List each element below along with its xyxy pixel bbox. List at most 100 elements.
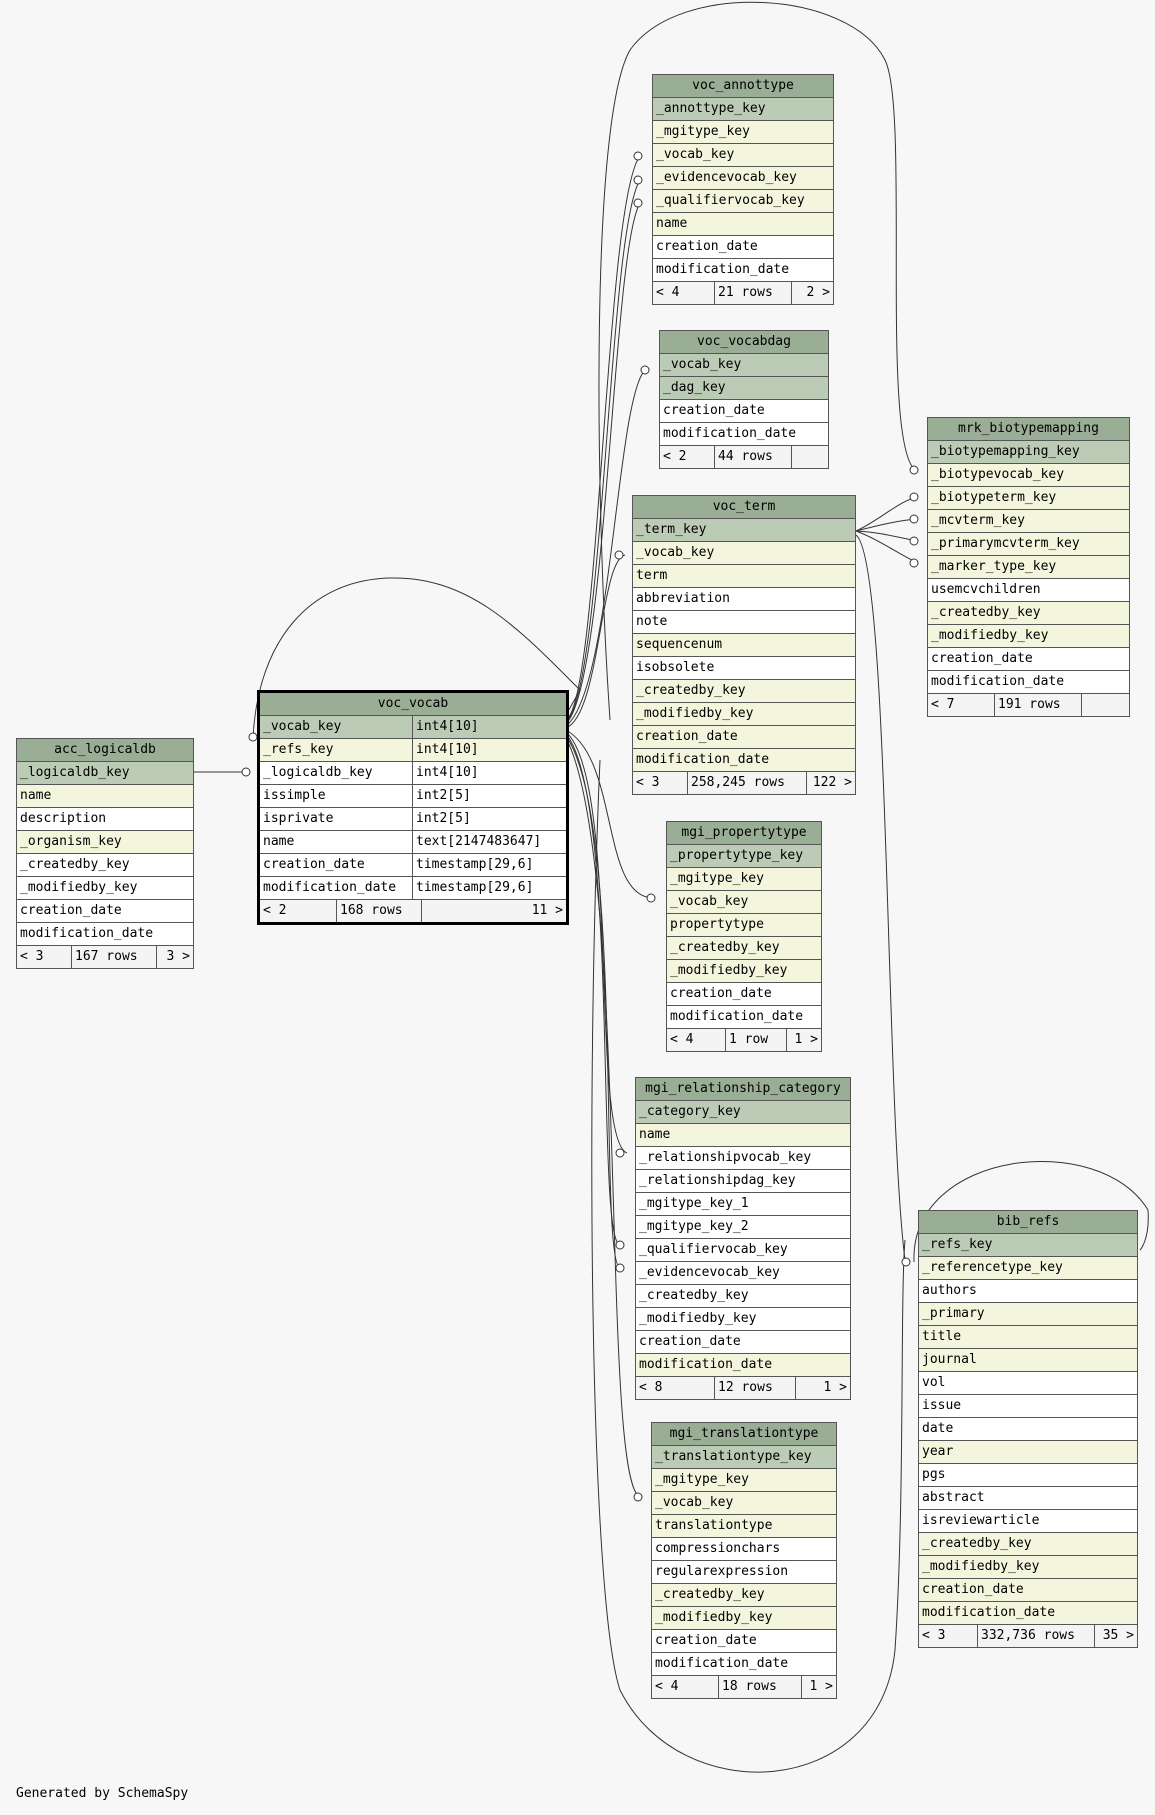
column-row[interactable]: _modifiedby_key xyxy=(636,1308,850,1331)
column-row[interactable]: _mgitype_key_2 xyxy=(636,1216,850,1239)
children-count[interactable]: 1 > xyxy=(809,1679,833,1694)
column-row[interactable]: _mcvterm_key xyxy=(928,510,1129,533)
column-row[interactable]: _createdby_key xyxy=(667,937,821,960)
parents-count[interactable]: < 2 xyxy=(260,900,337,922)
column-row[interactable]: modification_date xyxy=(653,259,833,282)
column-row[interactable]: _translationtype_key xyxy=(652,1446,836,1469)
column-row[interactable]: issue xyxy=(919,1395,1137,1418)
table-mgi-translationtype[interactable]: mgi_translationtype_translationtype_key_… xyxy=(651,1422,837,1699)
column-row[interactable]: _mgitype_key xyxy=(667,868,821,891)
column-row[interactable]: _term_key xyxy=(633,519,855,542)
parents-count[interactable]: < 4 xyxy=(652,1676,719,1698)
column-row[interactable]: _modifiedby_key xyxy=(667,960,821,983)
column-row[interactable]: creation_date xyxy=(919,1579,1137,1602)
column-row[interactable]: _annottype_key xyxy=(653,98,833,121)
column-row[interactable]: _referencetype_key xyxy=(919,1257,1137,1280)
column-row[interactable]: _refs_key xyxy=(919,1234,1137,1257)
parents-count[interactable]: < 3 xyxy=(919,1625,978,1647)
table-title[interactable]: mgi_relationship_category xyxy=(636,1078,850,1101)
column-row[interactable]: modification_date xyxy=(17,923,193,946)
column-row[interactable]: isobsolete xyxy=(633,657,855,680)
column-row[interactable]: _logicaldb_key xyxy=(17,762,193,785)
column-row[interactable]: _marker_type_key xyxy=(928,556,1129,579)
column-row[interactable]: name xyxy=(17,785,193,808)
column-row[interactable]: vol xyxy=(919,1372,1137,1395)
column-row[interactable]: _qualifiervocab_key xyxy=(653,190,833,213)
column-row[interactable]: modification_date xyxy=(928,671,1129,694)
column-row[interactable]: creation_date xyxy=(636,1331,850,1354)
column-row[interactable]: _biotypemapping_key xyxy=(928,441,1129,464)
column-row[interactable]: _createdby_key xyxy=(919,1533,1137,1556)
column-row[interactable]: _mgitype_key xyxy=(653,121,833,144)
children-count[interactable]: 35 > xyxy=(1102,1628,1134,1643)
parents-count[interactable]: < 3 xyxy=(633,772,688,794)
column-row[interactable]: _organism_key xyxy=(17,831,193,854)
column-row[interactable]: title xyxy=(919,1326,1137,1349)
column-row[interactable]: _mgitype_key xyxy=(652,1469,836,1492)
column-row[interactable]: _modifiedby_key xyxy=(928,625,1129,648)
column-row[interactable]: term xyxy=(633,565,855,588)
column-row[interactable]: name xyxy=(653,213,833,236)
column-row[interactable]: _primary xyxy=(919,1303,1137,1326)
column-row[interactable]: propertytype xyxy=(667,914,821,937)
children-count[interactable] xyxy=(1082,694,1129,716)
table-title[interactable]: voc_term xyxy=(633,496,855,519)
column-row[interactable]: _createdby_key xyxy=(636,1285,850,1308)
column-row[interactable]: modification_date xyxy=(636,1354,850,1377)
column-row[interactable]: _primarymcvterm_key xyxy=(928,533,1129,556)
table-title[interactable]: mrk_biotypemapping xyxy=(928,418,1129,441)
column-row[interactable]: _createdby_key xyxy=(17,854,193,877)
column-row[interactable]: date xyxy=(919,1418,1137,1441)
children-count[interactable]: 1 > xyxy=(794,1032,818,1047)
column-row[interactable]: _vocab_key xyxy=(652,1492,836,1515)
column-row[interactable]: isreviewarticle xyxy=(919,1510,1137,1533)
column-row[interactable]: creation_date xyxy=(633,726,855,749)
column-row[interactable]: _relationshipvocab_key xyxy=(636,1147,850,1170)
column-row[interactable]: _biotypevocab_key xyxy=(928,464,1129,487)
column-row[interactable]: _modifiedby_key xyxy=(633,703,855,726)
children-count[interactable]: 11 > xyxy=(531,903,563,918)
column-row[interactable]: creation_date xyxy=(653,236,833,259)
column-row[interactable]: creation_date xyxy=(660,400,828,423)
column-row[interactable]: _vocab_key xyxy=(660,354,828,377)
column-row[interactable]: authors xyxy=(919,1280,1137,1303)
column-row[interactable]: _createdby_key xyxy=(633,680,855,703)
column-row[interactable]: modification_date xyxy=(660,423,828,446)
column-row[interactable]: _evidencevocab_key xyxy=(636,1262,850,1285)
column-row[interactable]: note xyxy=(633,611,855,634)
table-mrk-biotypemapping[interactable]: mrk_biotypemapping_biotypemapping_key_bi… xyxy=(927,417,1130,717)
table-title[interactable]: acc_logicaldb xyxy=(17,739,193,762)
children-count[interactable]: 2 > xyxy=(806,285,830,300)
table-mgi-propertytype[interactable]: mgi_propertytype_propertytype_key_mgityp… xyxy=(666,821,822,1052)
children-count[interactable] xyxy=(792,446,828,468)
parents-count[interactable]: < 4 xyxy=(653,282,715,304)
column-row[interactable]: sequencenum xyxy=(633,634,855,657)
column-row[interactable]: _modifiedby_key xyxy=(919,1556,1137,1579)
column-row[interactable]: creation_date xyxy=(928,648,1129,671)
column-row[interactable]: _createdby_key xyxy=(652,1584,836,1607)
column-row[interactable]: name xyxy=(636,1124,850,1147)
column-row[interactable]: _dag_key xyxy=(660,377,828,400)
column-row[interactable]: _createdby_key xyxy=(928,602,1129,625)
table-voc-annottype[interactable]: voc_annottype_annottype_key_mgitype_key_… xyxy=(652,74,834,305)
column-row[interactable]: creation_date xyxy=(652,1630,836,1653)
table-title[interactable]: mgi_translationtype xyxy=(652,1423,836,1446)
parents-count[interactable]: < 3 xyxy=(17,946,72,968)
column-row[interactable]: creation_date xyxy=(667,983,821,1006)
column-row[interactable]: _qualifiervocab_key xyxy=(636,1239,850,1262)
column-row[interactable]: translationtype xyxy=(652,1515,836,1538)
parents-count[interactable]: < 2 xyxy=(660,446,715,468)
column-row[interactable]: _vocab_key xyxy=(667,891,821,914)
column-row[interactable]: regularexpression xyxy=(652,1561,836,1584)
children-count[interactable]: 3 > xyxy=(166,949,190,964)
column-row[interactable]: pgs xyxy=(919,1464,1137,1487)
column-row[interactable]: year xyxy=(919,1441,1137,1464)
